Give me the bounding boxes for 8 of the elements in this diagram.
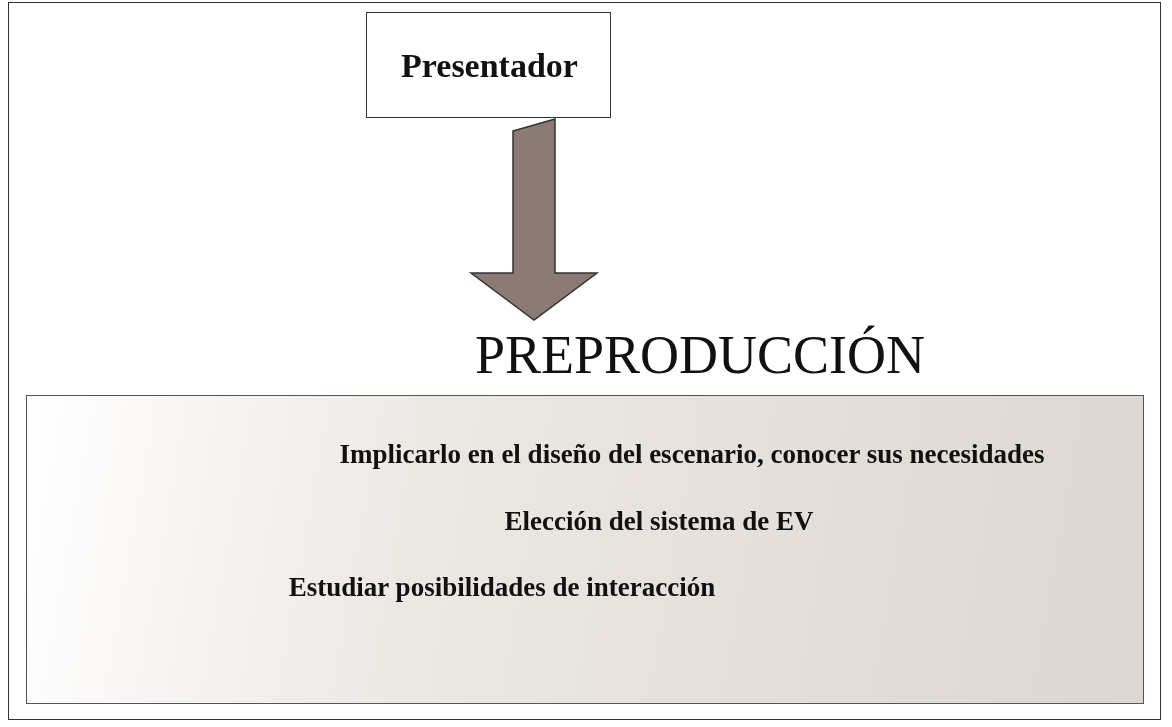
activity-text: Elección del sistema de EV [503,504,815,538]
box-label: Presentador [400,46,579,86]
process-box [366,12,611,118]
block-arrow [468,118,600,321]
activity-panel [26,395,1144,704]
activity-text: Estudiar posibilidades de interacción [287,570,717,604]
stage-heading: PREPRODUCCIÓN [473,324,927,387]
activity-text: Implicarlo en el diseño del escenario, conocer sus necesidades [338,437,1046,471]
